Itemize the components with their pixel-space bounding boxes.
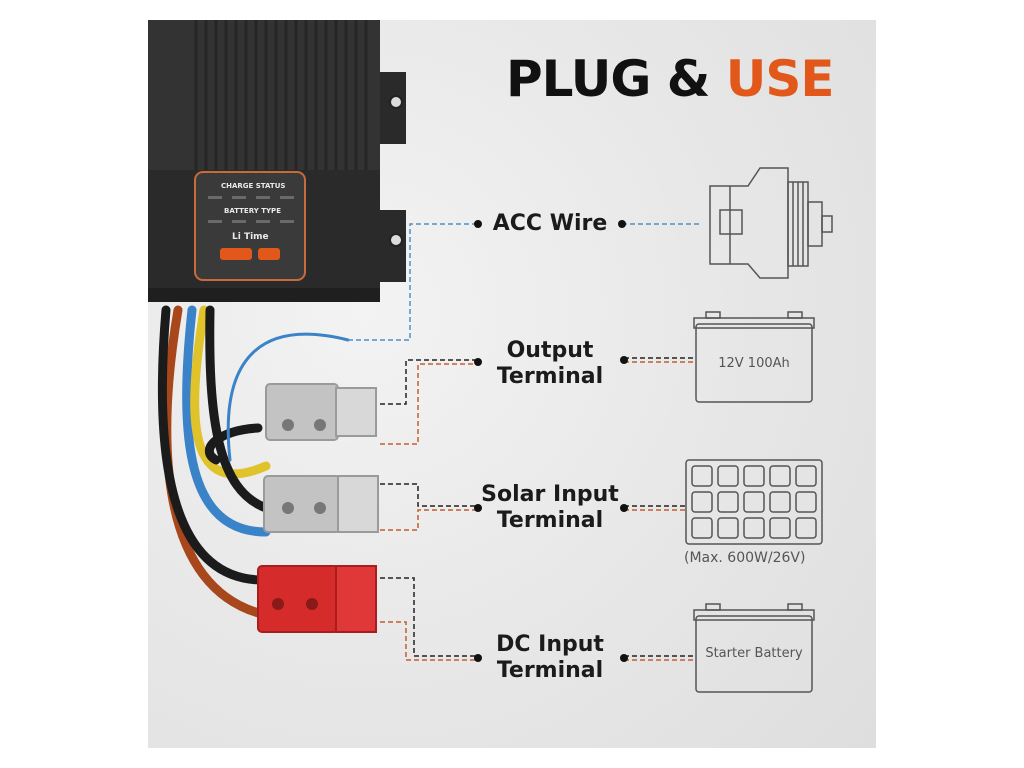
title-part1: PLUG & xyxy=(506,50,726,108)
battery-rating-text: 12V 100Ah xyxy=(718,356,790,371)
brand-logo: Li Time xyxy=(232,232,269,242)
connection-dots xyxy=(474,220,628,662)
solar-max-text: (Max. 600W/26V) xyxy=(684,550,806,566)
solar-panel-icon xyxy=(685,459,823,545)
starter-battery-text: Starter Battery xyxy=(705,646,803,661)
acc-wire-label: ACC Wire xyxy=(492,211,608,236)
wiring-illustration xyxy=(148,20,833,693)
gray-connector xyxy=(265,383,377,441)
battery-icon xyxy=(693,603,815,693)
alternator-icon xyxy=(709,167,833,279)
title-accent: USE xyxy=(725,50,835,108)
cables xyxy=(157,305,350,620)
page-title: PLUG & USE xyxy=(506,50,835,108)
gray-connector xyxy=(263,475,379,533)
wiring-lines xyxy=(348,223,478,661)
battery-icon xyxy=(693,311,815,403)
battery-type-label: BATTERY TYPE xyxy=(224,207,281,215)
wiring-lines-right xyxy=(622,223,700,661)
red-connector xyxy=(257,565,377,633)
charge-controller xyxy=(148,20,380,302)
mounting-bracket xyxy=(380,72,406,282)
charge-status-label: CHARGE STATUS xyxy=(221,182,286,190)
diagram-panel: CHARGE STATUS BATTERY TYPE Li Time ACC W… xyxy=(148,20,876,748)
